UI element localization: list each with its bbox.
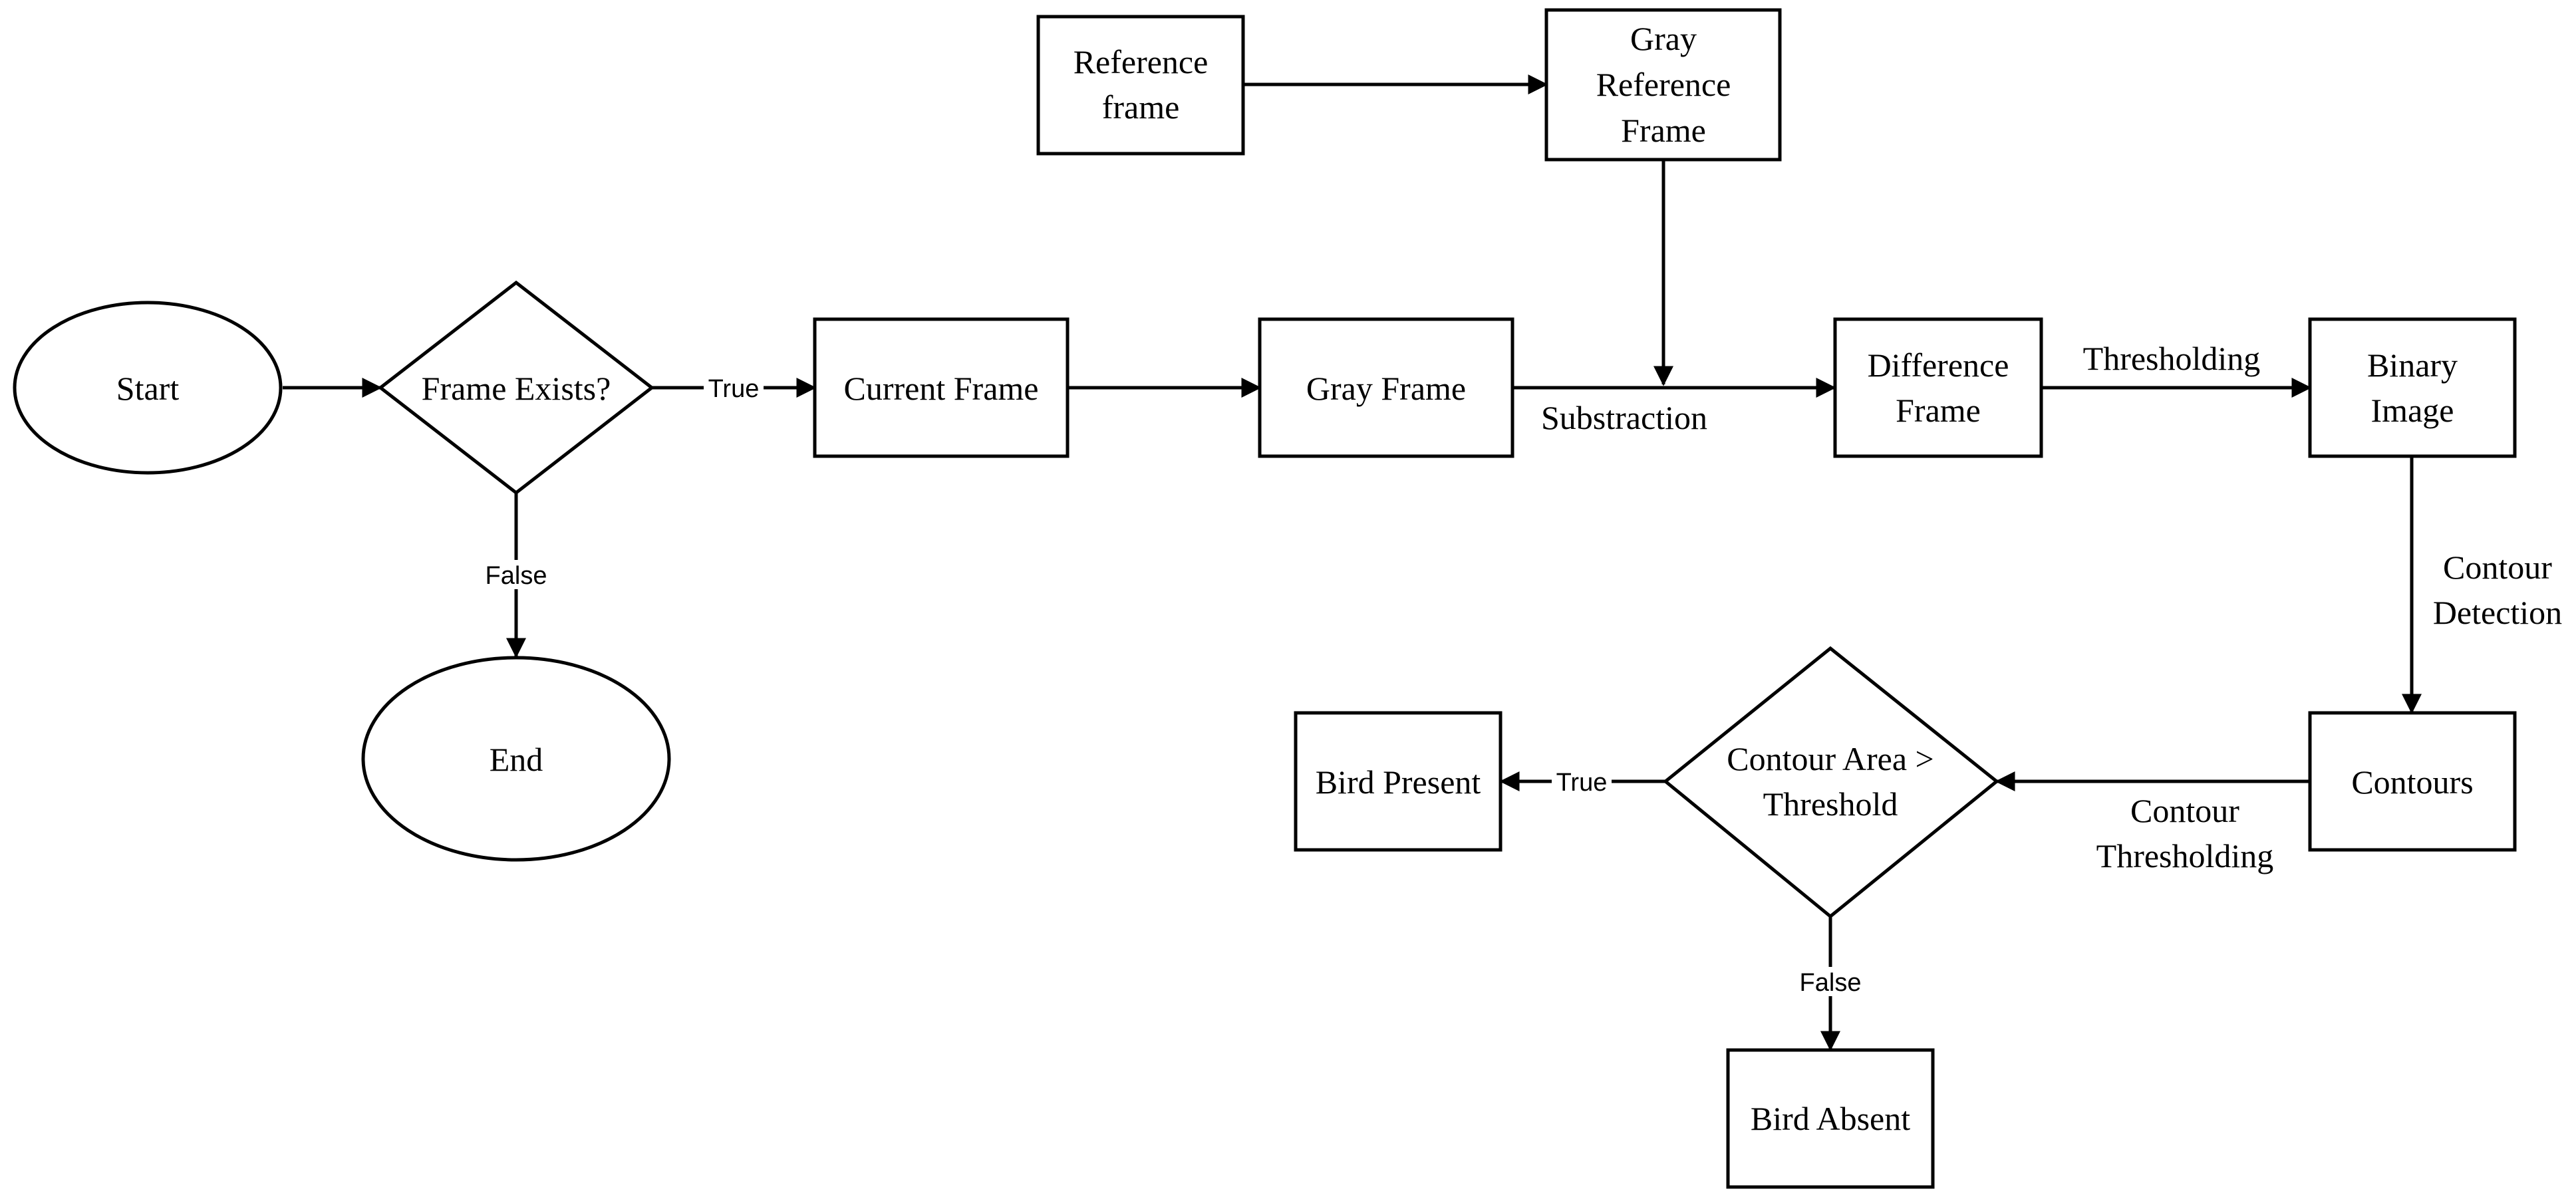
bird-present-box xyxy=(1294,711,1503,852)
bird-absent-box xyxy=(1726,1048,1935,1189)
subtraction-label: Substraction xyxy=(1541,399,1707,436)
current-frame-box xyxy=(813,317,1070,458)
bird-present-label: Bird Present xyxy=(1316,763,1481,801)
gray-reference-frame-label-line-1: Gray xyxy=(1630,20,1697,57)
gray-reference-frame-node: Gray Reference Frame xyxy=(1544,8,1782,162)
gray-frame-box xyxy=(1258,317,1514,458)
gray-reference-frame-box xyxy=(1544,8,1782,162)
bird-present-node: Bird Present xyxy=(1294,711,1503,852)
difference-frame-box xyxy=(1833,317,2043,458)
end-label: End xyxy=(490,741,543,778)
end-ellipse xyxy=(361,656,671,862)
gray-reference-frame-label-line-3: Frame xyxy=(1621,112,1706,149)
bird-absent-node: Bird Absent xyxy=(1726,1048,1935,1189)
frame-exists-label: Frame Exists? xyxy=(422,370,611,407)
binary-image-label-line-2: Image xyxy=(2371,392,2454,429)
binary-image-box xyxy=(2308,317,2517,458)
contour-detection-label-line-2: Detection xyxy=(2433,594,2562,631)
contour-area-diamond xyxy=(1663,646,1999,919)
false-label-background xyxy=(482,560,550,589)
contour-area-true-label: True xyxy=(1556,769,1608,797)
contours-label: Contours xyxy=(2351,763,2473,801)
contour-thresholding-label-line-1: Contour xyxy=(2130,792,2239,829)
contours-node: Contours xyxy=(2308,711,2517,852)
gray-reference-frame-label-line-2: Reference xyxy=(1596,66,1731,103)
true-label-background xyxy=(704,372,764,400)
frame-exists-decision: Frame Exists? xyxy=(377,280,655,495)
reference-frame-label-line-1: Reference xyxy=(1073,43,1209,80)
gray-frame-label: Gray Frame xyxy=(1306,370,1466,407)
edges xyxy=(283,74,2422,1051)
current-frame-node: Current Frame xyxy=(813,317,1070,458)
contours-box xyxy=(2308,711,2517,852)
difference-frame-label-line-2: Frame xyxy=(1896,392,1981,429)
start-ellipse xyxy=(13,301,283,475)
gray-frame-node: Gray Frame xyxy=(1258,317,1514,458)
reference-frame-node: Reference frame xyxy=(1036,15,1245,156)
contour-area-label-line-2: Threshold xyxy=(1763,785,1898,823)
thresholding-label: Thresholding xyxy=(2083,340,2261,377)
contour-area-decision: Contour Area > Threshold xyxy=(1663,646,1999,919)
binary-image-label-line-1: Binary xyxy=(2367,346,2458,384)
start-node: Start xyxy=(13,301,283,475)
reference-frame-label-line-2: frame xyxy=(1102,88,1180,126)
contour-detection-label-line-1: Contour xyxy=(2443,549,2552,586)
frame-exists-diamond xyxy=(377,280,655,495)
end-node: End xyxy=(361,656,671,862)
true-label-background-2 xyxy=(1552,767,1612,795)
contour-area-false-label: False xyxy=(1800,969,1862,997)
frame-exists-false-label: False xyxy=(486,562,547,590)
start-label: Start xyxy=(116,370,180,407)
binary-image-node: Binary Image xyxy=(2308,317,2517,458)
contour-area-label-line-1: Contour Area > xyxy=(1727,740,1933,777)
false-label-background-2 xyxy=(1796,967,1864,996)
frame-exists-true-label: True xyxy=(708,375,760,403)
difference-frame-node: Difference Frame xyxy=(1833,317,2043,458)
current-frame-label: Current Frame xyxy=(844,370,1039,407)
difference-frame-label-line-1: Difference xyxy=(1868,346,2009,384)
reference-frame-box xyxy=(1036,15,1245,156)
bird-absent-label: Bird Absent xyxy=(1751,1100,1910,1137)
edge-labels: True False Substraction Thresholding Con… xyxy=(482,340,2562,997)
contour-thresholding-label-line-2: Thresholding xyxy=(2096,837,2274,874)
